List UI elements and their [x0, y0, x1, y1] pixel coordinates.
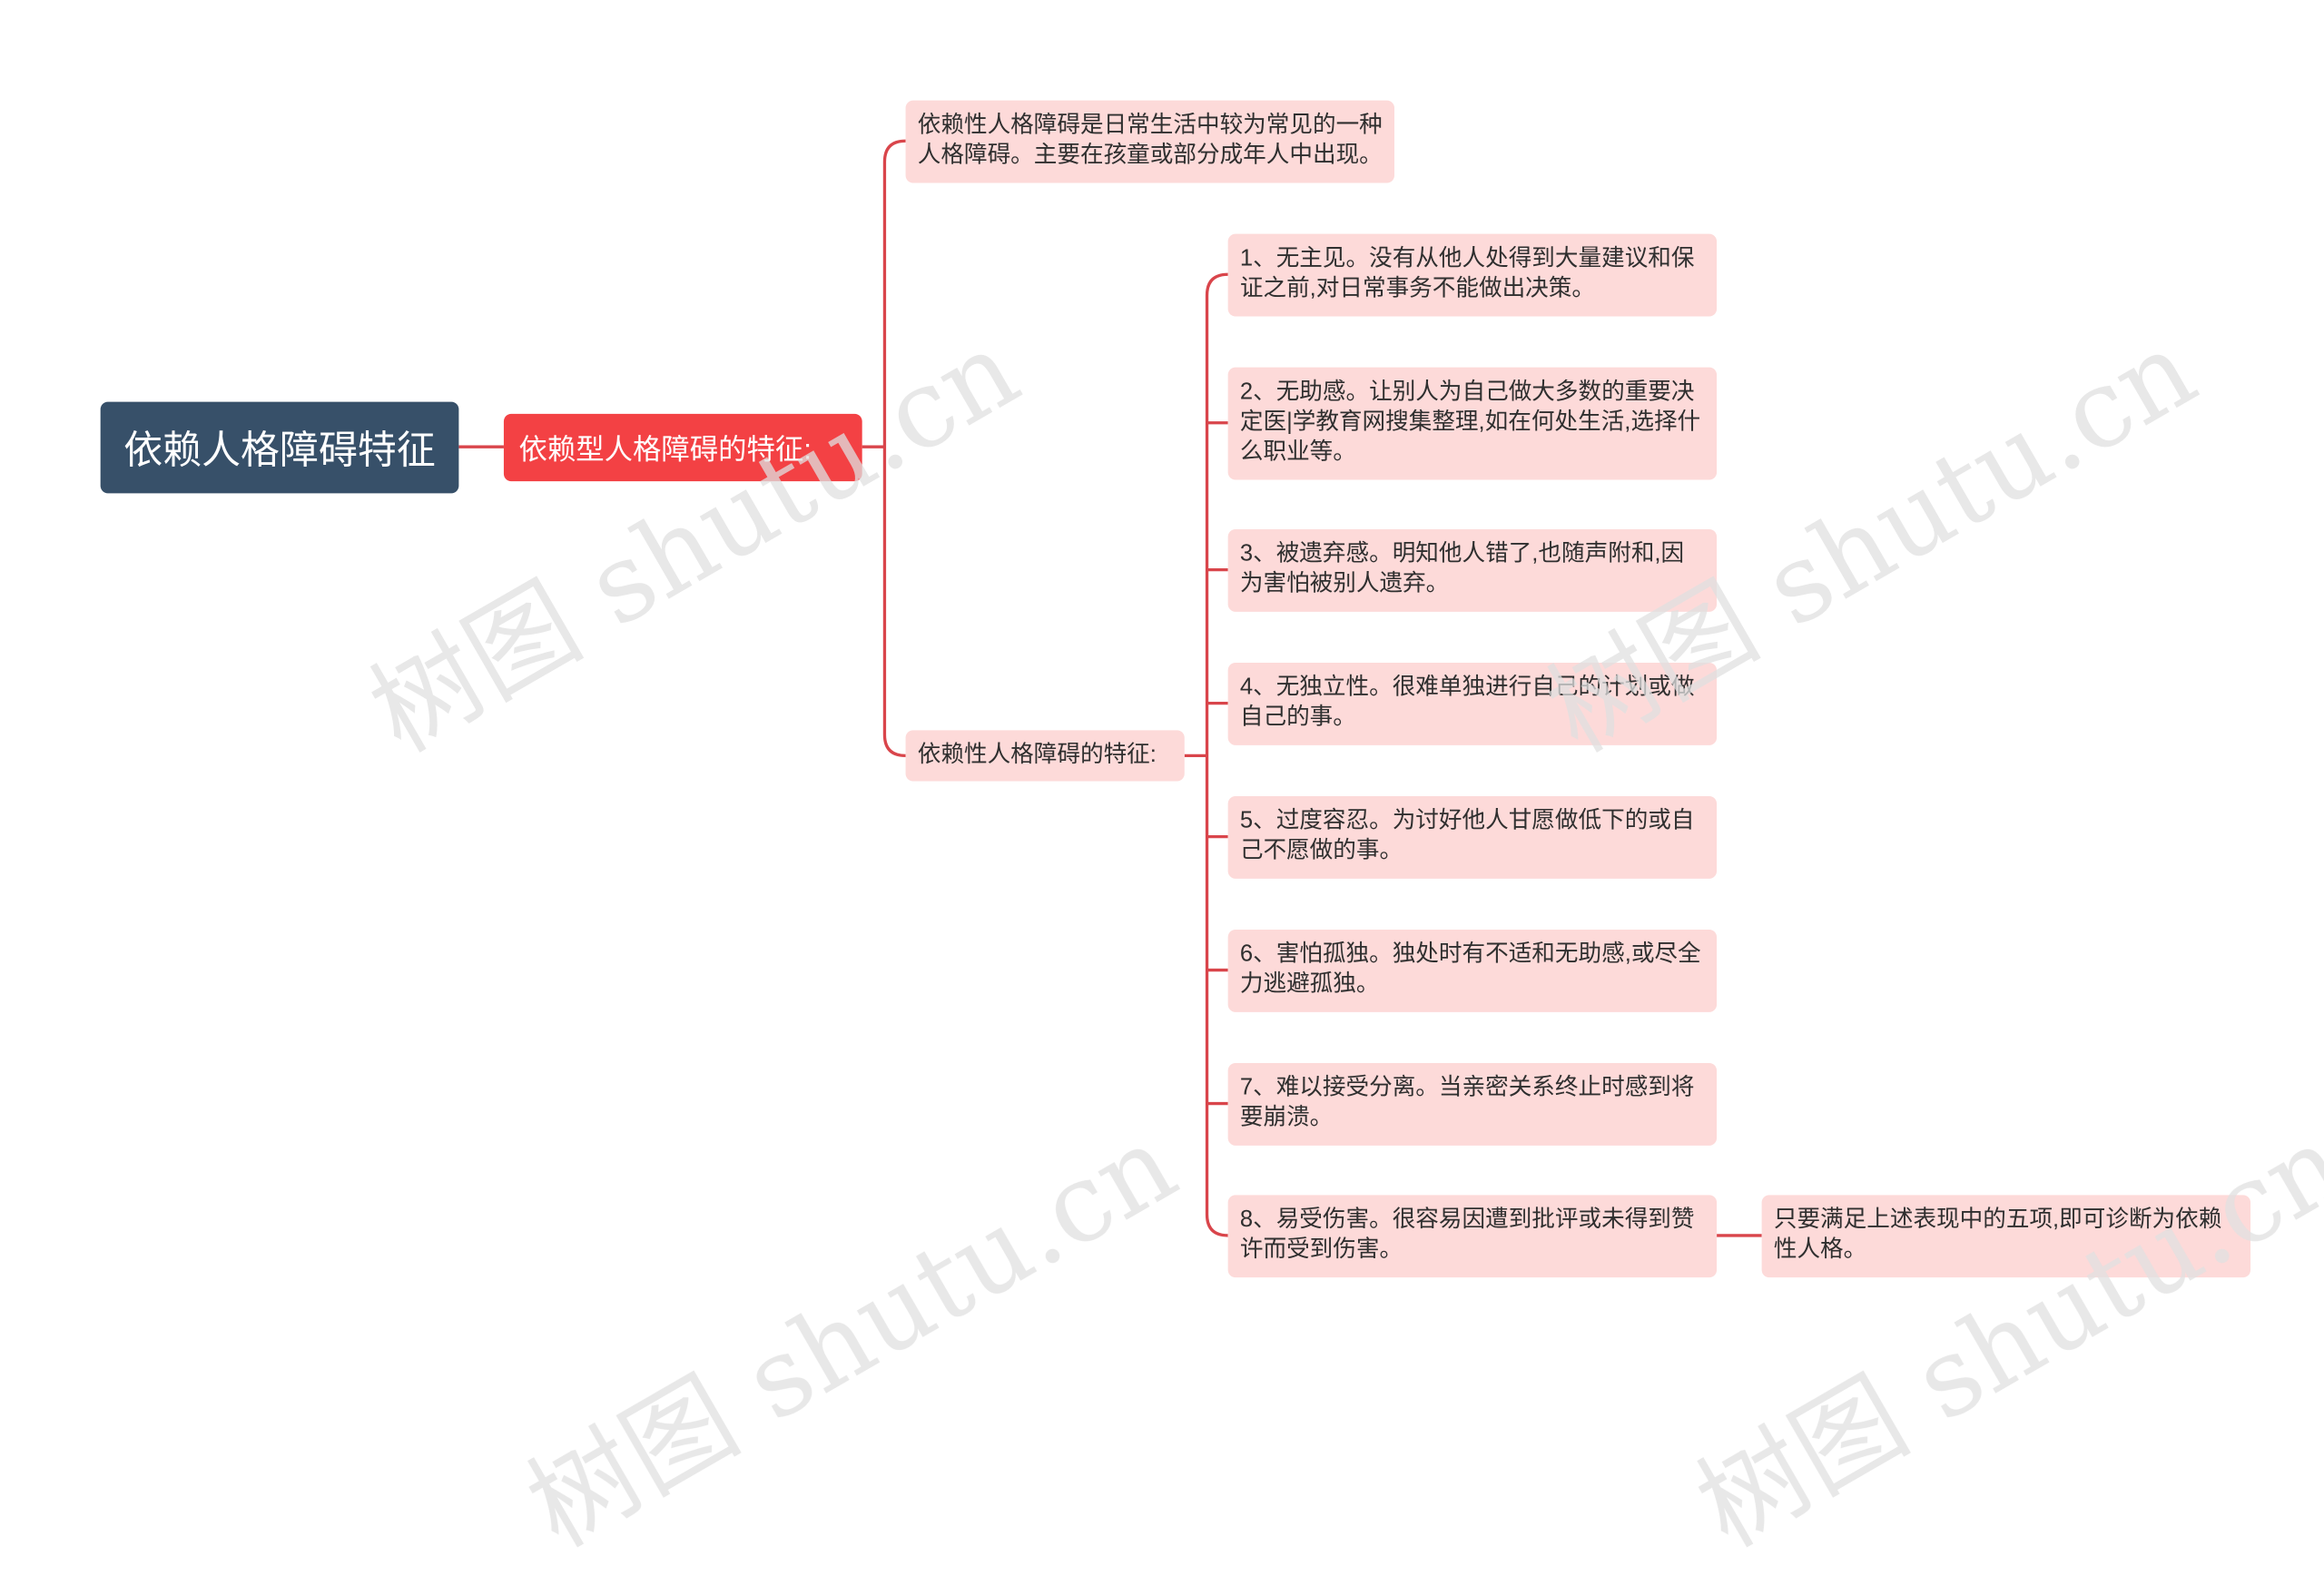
root-node[interactable]: 依赖人格障碍特征 [100, 401, 459, 494]
connector-main-definition [882, 139, 906, 758]
feature-item-3[interactable]: 3、被遗弃感。明知他人错了,也随声附和,因为害怕被别人遗弃。 [1227, 529, 1718, 612]
features-node[interactable]: 依赖性人格障碍的特征: [905, 730, 1185, 782]
feature-item-4[interactable]: 4、无独立性。很难单独进行自己的计划或做自己的事。 [1227, 663, 1718, 745]
feature-item-5[interactable]: 5、过度容忍。为讨好他人甘愿做低下的或自己不愿做的事。 [1227, 795, 1718, 879]
feature-item-7[interactable]: 7、难以接受分离。当亲密关系终止时感到将要崩溃。 [1227, 1062, 1718, 1146]
feature-item-2[interactable]: 2、无助感。让别人为自己做大多数的重要决定医|学教育网搜集整理,如在何处生活,选… [1227, 367, 1718, 480]
definition-node[interactable]: 依赖性人格障碍是日常生活中较为常见的一种人格障碍。主要在孩童或部分成年人中出现。 [905, 100, 1394, 183]
main-topic-node[interactable]: 依赖型人格障碍的特征: [503, 413, 862, 482]
feature-item-1[interactable]: 1、无主见。没有从他人处得到大量建议和保证之前,对日常事务不能做出决策。 [1227, 233, 1718, 317]
feature-item-6[interactable]: 6、害怕孤独。独处时有不适和无助感,或尽全力逃避孤独。 [1227, 929, 1718, 1012]
conclusion-node[interactable]: 只要满足上述表现中的五项,即可诊断为依赖性人格。 [1761, 1195, 2251, 1278]
connector-items-trunk [1205, 272, 1228, 1237]
mind-map: 依赖人格障碍特征 依赖型人格障碍的特征: 依赖性人格障碍是日常生活中较为常见的一… [100, 100, 2324, 1571]
connector-lines [458, 139, 1762, 1237]
feature-item-8[interactable]: 8、易受伤害。很容易因遭到批评或未得到赞许而受到伤害。 [1227, 1195, 1718, 1278]
